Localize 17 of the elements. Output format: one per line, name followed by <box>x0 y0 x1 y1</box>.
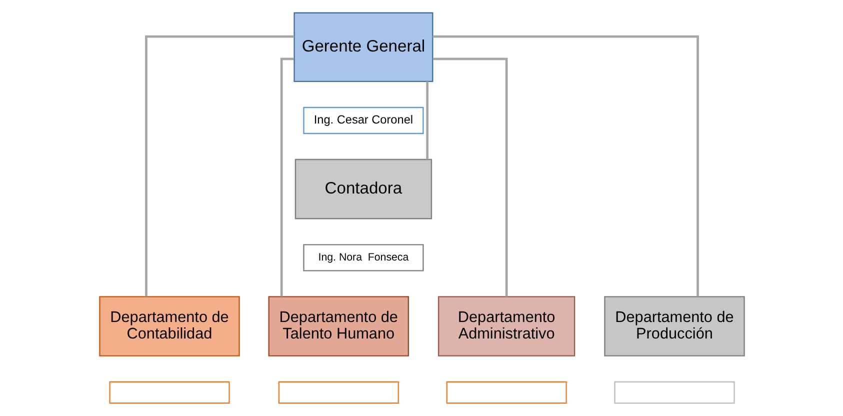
node-box: Gerente General <box>293 12 433 82</box>
node-box: Departamento Administrativo <box>437 296 575 356</box>
connector <box>426 82 428 160</box>
connector <box>432 35 698 296</box>
node-box: Ing. Nora Fonseca <box>302 244 424 272</box>
node-box <box>108 381 230 404</box>
connector <box>432 58 508 297</box>
connector <box>280 58 294 297</box>
node-box <box>278 381 398 404</box>
connector <box>144 35 294 296</box>
node-box: Contadora <box>294 158 432 220</box>
node-box: Ing. Cesar Coronel <box>302 106 424 134</box>
node-box: Departamento de Contabilidad <box>98 296 240 356</box>
node-box <box>446 381 566 404</box>
node-box <box>614 381 734 404</box>
node-box: Departamento de Producción <box>604 296 744 356</box>
node-box: Departamento de Talento Humano <box>268 296 408 356</box>
